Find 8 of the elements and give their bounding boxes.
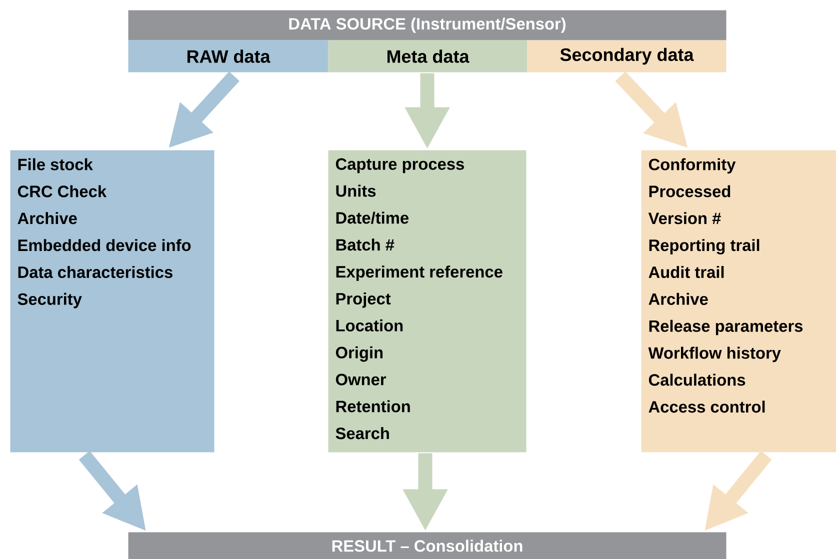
category-band: Meta data — [328, 40, 528, 72]
list-panel: Conformity Processed Version # Reporting trail Audit trail Archive Release parameters Workflow history Calculations Access control — [641, 150, 836, 452]
header-bar: DATA SOURCE (Instrument/Sensor) — [128, 10, 726, 40]
header-bar: RESULT – Consolidation — [128, 532, 726, 559]
category-band: RAW data — [128, 40, 328, 72]
list-panel: Capture process Units Date/time Batch # Experiment reference Project Location Origin Owner Retention Search — [328, 150, 526, 452]
list-panel: File stock CRC Check Archive Embedded device info Data characteristics Security — [10, 150, 214, 452]
category-band: Secondary data — [527, 40, 726, 72]
